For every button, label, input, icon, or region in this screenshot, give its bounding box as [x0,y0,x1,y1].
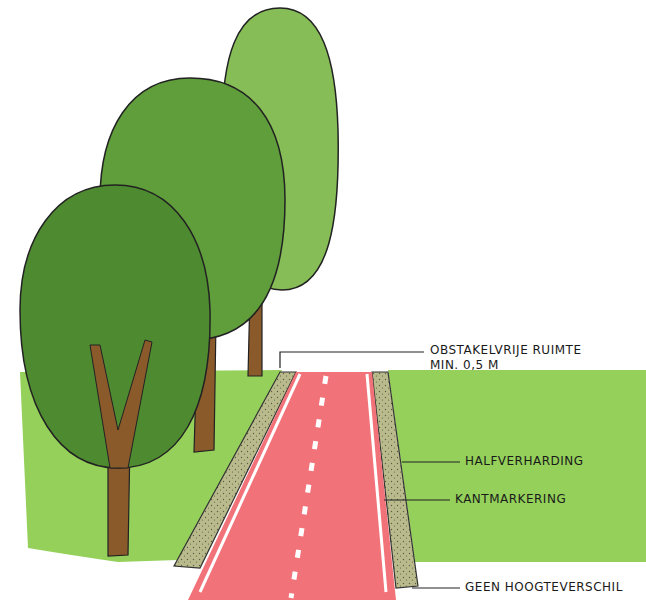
annotation-label: KANTMARKERING [455,492,630,507]
annotation-label: OBSTAKELVRIJE RUIMTE MIN. 0,5 M [430,343,605,373]
grass-right [388,370,646,562]
leader-line [280,352,424,368]
edge-line [367,374,386,592]
leader-line [402,461,460,462]
cycle-path [188,372,396,600]
leader-line [412,587,460,588]
leader-line [384,499,450,500]
centre-line [291,376,326,598]
tree-crown [20,185,210,468]
annotation-label: HALFVERHARDING [465,454,635,469]
tree-branch [90,340,152,468]
annotation-label: GEEN HOOGTEVERSCHIL [465,580,640,595]
